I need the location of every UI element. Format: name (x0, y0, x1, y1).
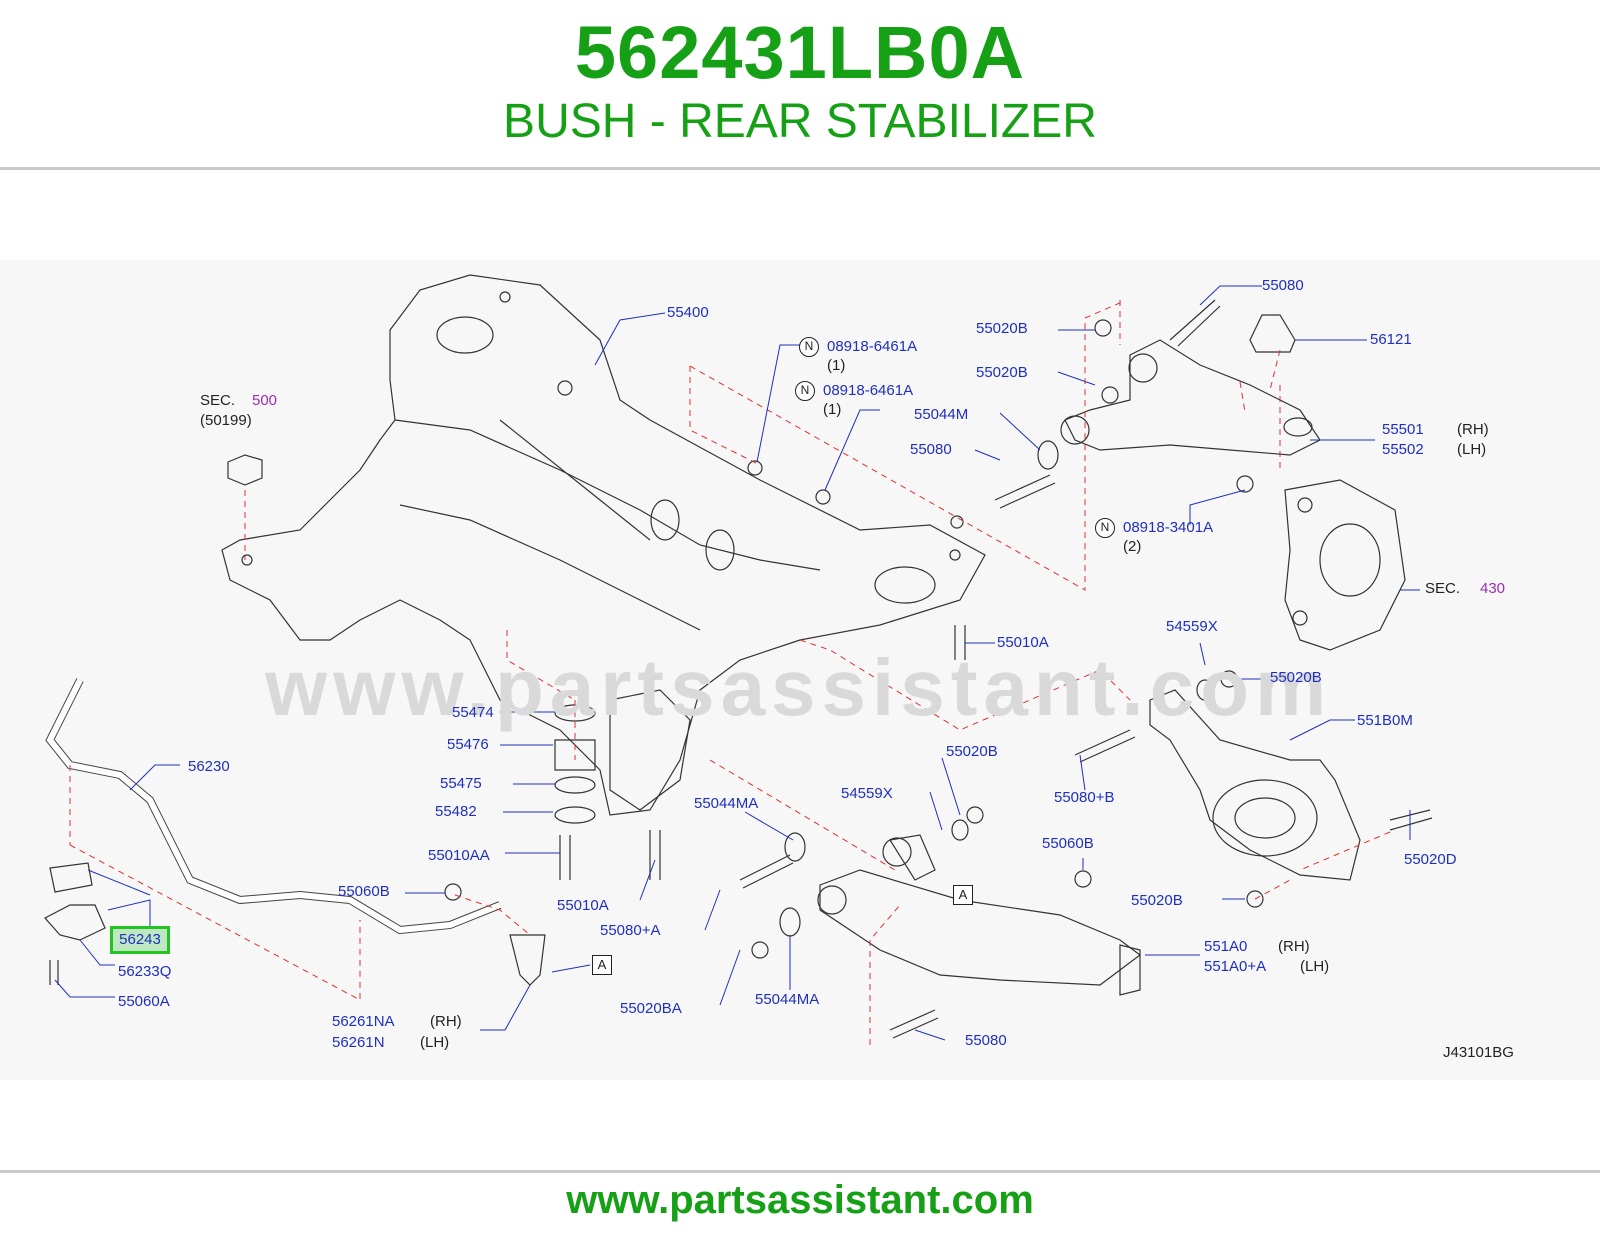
label-50199: (50199) (200, 412, 252, 429)
stabilizer-link (509, 934, 546, 986)
label-55080-a[interactable]: 55080 (1262, 277, 1304, 294)
highlighted-part-56243[interactable]: 56243 (110, 926, 170, 954)
bump-stop (1249, 314, 1296, 353)
label-56233q[interactable]: 56233Q (118, 963, 172, 980)
watermark: www.partsassistant.com (265, 643, 1333, 732)
label-55080a[interactable]: 55080+A (600, 922, 661, 939)
label-55020d[interactable]: 55020D (1404, 851, 1457, 868)
label-55060b-a[interactable]: 55060B (338, 883, 390, 900)
qty-1b: (1) (823, 401, 842, 418)
label-lh-2: (LH) (1300, 958, 1330, 975)
bracket-50199 (227, 454, 263, 486)
label-55476[interactable]: 55476 (447, 736, 489, 753)
label-08918-6461a-1[interactable]: 08918-6461A (827, 338, 918, 355)
label-56121[interactable]: 56121 (1370, 331, 1412, 348)
n-badge-2: N (795, 381, 815, 401)
label-551b0m[interactable]: 551B0M (1357, 712, 1413, 729)
label-55010a-a[interactable]: 55010A (997, 634, 1049, 651)
label-55044m[interactable]: 55044M (914, 406, 969, 423)
label-551a0a[interactable]: 551A0+A (1204, 958, 1267, 975)
diagram-code: J43101BG (1443, 1044, 1514, 1061)
part-name-subtitle: BUSH - REAR STABILIZER (503, 95, 1097, 148)
header: 562431LB0A BUSH - REAR STABILIZER (0, 0, 1600, 168)
qty-2: (2) (1123, 538, 1142, 555)
knuckle (1284, 479, 1406, 651)
label-55474[interactable]: 55474 (452, 704, 494, 721)
label-lh-3: (LH) (420, 1034, 450, 1051)
label-55475[interactable]: 55475 (440, 775, 482, 792)
n-badge-3: N (1095, 518, 1115, 538)
label-sec-2: SEC. (1425, 580, 1461, 597)
ref-box-a-2: A (592, 955, 612, 975)
label-08918-6461a-2[interactable]: 08918-6461A (823, 382, 914, 399)
subframe-outline (221, 274, 986, 816)
label-55020b-e[interactable]: 55020B (1131, 892, 1183, 909)
footer-divider (0, 1170, 1600, 1173)
label-55010aa[interactable]: 55010AA (428, 847, 490, 864)
stabilizer-bush (49, 862, 93, 893)
label-rh-1: (RH) (1457, 421, 1489, 438)
label-rh-3: (RH) (430, 1013, 462, 1030)
lower-front-arm (819, 869, 1141, 986)
label-sec-500[interactable]: 500 (252, 392, 278, 409)
label-55044ma-a[interactable]: 55044MA (694, 795, 759, 812)
header-divider (0, 167, 1600, 170)
ref-box-a-1: A (953, 885, 973, 905)
n-badge-1: N (799, 337, 819, 357)
label-55010a-b[interactable]: 55010A (557, 897, 609, 914)
label-55020b-d[interactable]: 55020B (946, 743, 998, 760)
upper-arm (1064, 339, 1321, 456)
qty-1a: (1) (827, 357, 846, 374)
label-lh-1: (LH) (1457, 441, 1487, 458)
label-55060b-b[interactable]: 55060B (1042, 835, 1094, 852)
label-54559x-a[interactable]: 54559X (1166, 618, 1218, 635)
label-55501[interactable]: 55501 (1382, 421, 1424, 438)
label-sec: SEC. (200, 392, 236, 409)
label-55080-b[interactable]: 55080 (910, 441, 952, 458)
label-55080b[interactable]: 55080+B (1054, 789, 1115, 806)
label-sec-430[interactable]: 430 (1480, 580, 1506, 597)
label-55482[interactable]: 55482 (435, 803, 477, 820)
label-rh-2: (RH) (1278, 938, 1310, 955)
label-08918-3401a[interactable]: 08918-3401A (1123, 519, 1214, 536)
label-56261na[interactable]: 56261NA (332, 1013, 395, 1030)
label-56261n[interactable]: 56261N (332, 1034, 385, 1051)
bush-clamp (44, 904, 106, 941)
footer-url[interactable]: www.partsassistant.com (566, 1178, 1034, 1222)
label-55044ma-b[interactable]: 55044MA (755, 991, 820, 1008)
label-55020ba[interactable]: 55020BA (620, 1000, 682, 1017)
label-56230[interactable]: 56230 (188, 758, 230, 775)
label-55020b-c[interactable]: 55020B (1270, 669, 1322, 686)
label-55502[interactable]: 55502 (1382, 441, 1424, 458)
label-55080-c[interactable]: 55080 (965, 1032, 1007, 1049)
label-55060a[interactable]: 55060A (118, 993, 170, 1010)
lower-rear-arm (1149, 689, 1361, 881)
label-55020b-a[interactable]: 55020B (976, 320, 1028, 337)
label-54559x-b[interactable]: 54559X (841, 785, 893, 802)
label-55020b-b[interactable]: 55020B (976, 364, 1028, 381)
part-number-title: 562431LB0A (574, 11, 1026, 94)
label-551a0[interactable]: 551A0 (1204, 938, 1248, 955)
label-55400[interactable]: 55400 (667, 304, 709, 321)
